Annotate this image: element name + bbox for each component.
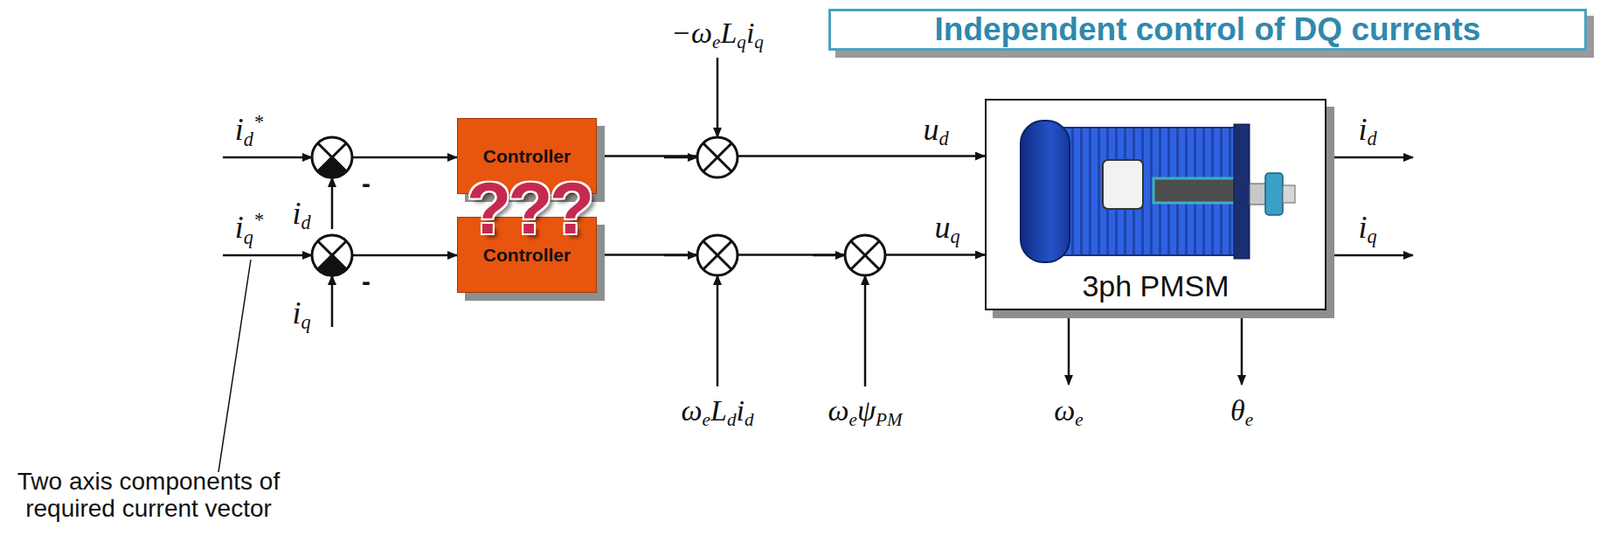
- motor-box-fill: [985, 99, 1326, 310]
- decoupling-term: −ωeLqiq: [671, 16, 764, 53]
- signal-wires: [218, 57, 1413, 472]
- speed-signal: ωe: [1053, 394, 1083, 430]
- motor-box: 3ph PMSM: [984, 98, 1327, 311]
- back-emf-term: ωeψPM: [828, 394, 903, 430]
- title-banner: Independent control of DQ currents: [828, 8, 1587, 51]
- feedback-signal: iq: [291, 296, 311, 334]
- question-marks: ???: [466, 167, 591, 249]
- signal-connector: [596, 253, 985, 257]
- output-current: iq: [1357, 210, 1377, 249]
- voltage-signal: ud: [922, 112, 949, 151]
- output-current: id: [1357, 112, 1377, 151]
- annotation-note: Two axis components of required current …: [4, 468, 293, 523]
- signal-connector: [596, 154, 985, 158]
- reference-signal: iq*: [235, 209, 264, 249]
- angle-signal: θe: [1230, 394, 1254, 430]
- summing-junctions: [311, 137, 886, 276]
- reference-signal: id*: [235, 111, 264, 151]
- minus-sign: -: [361, 168, 371, 198]
- feedback-signal: id: [291, 196, 311, 235]
- node-text: 3ph PMSM: [1081, 269, 1229, 304]
- motor-illustration: [1020, 120, 1296, 263]
- decoupling-term: ωeLdid: [681, 394, 755, 430]
- voltage-signal: uq: [934, 210, 960, 249]
- node-text: Controller: [483, 145, 571, 167]
- minus-sign: -: [361, 266, 371, 296]
